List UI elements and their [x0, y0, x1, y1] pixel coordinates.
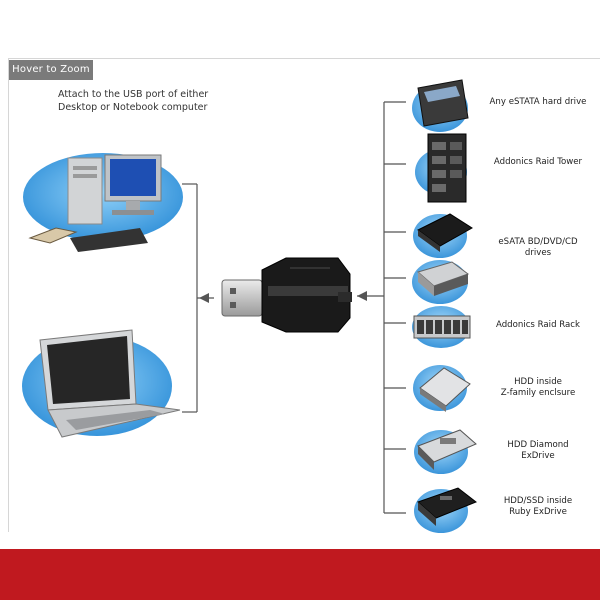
optical-drive-icon — [413, 213, 473, 258]
device-label-z-family: HDD inside Z-family enclsure — [500, 377, 576, 398]
ruby-drive-icon — [414, 487, 477, 533]
usb-esata-adapter-icon — [221, 257, 352, 333]
device-label-raid-rack: Addonics Raid Rack — [495, 320, 581, 330]
device-connector-line — [357, 101, 406, 514]
caption-line-2: Desktop or Notebook computer — [58, 102, 208, 113]
device-label-optical-drives: eSATA BD/DVD/CD drives — [498, 237, 578, 258]
optical-drive-2-icon — [412, 260, 470, 304]
arrow-to-adapter-icon — [357, 291, 367, 301]
raid-rack-icon — [412, 306, 471, 348]
laptop-computer-icon — [22, 329, 181, 438]
hard-drive-icon — [412, 79, 469, 132]
usb-attach-caption: Attach to the USB port of either Desktop… — [58, 88, 238, 114]
device-label-estata-hard-drive: Any eSTATA hard drive — [489, 97, 587, 107]
top-margin — [0, 0, 600, 58]
device-label-ruby-exdrive: HDD/SSD inside Ruby ExDrive — [503, 496, 573, 517]
computer-connector-line — [182, 183, 214, 413]
device-label-raid-tower: Addonics Raid Tower — [493, 157, 583, 167]
caption-line-1: Attach to the USB port of either — [58, 89, 209, 100]
desktop-computer-icon — [23, 153, 183, 252]
hover-to-zoom-tab[interactable]: Hover to Zoom — [9, 60, 93, 80]
device-label-diamond-exdrive: HDD Diamond ExDrive — [507, 440, 569, 461]
arrow-to-computer-icon — [199, 293, 209, 303]
diamond-drive-icon — [414, 429, 477, 474]
enclosure-icon — [413, 365, 471, 412]
raid-tower-icon — [415, 133, 467, 203]
bottom-red-band — [0, 549, 600, 600]
